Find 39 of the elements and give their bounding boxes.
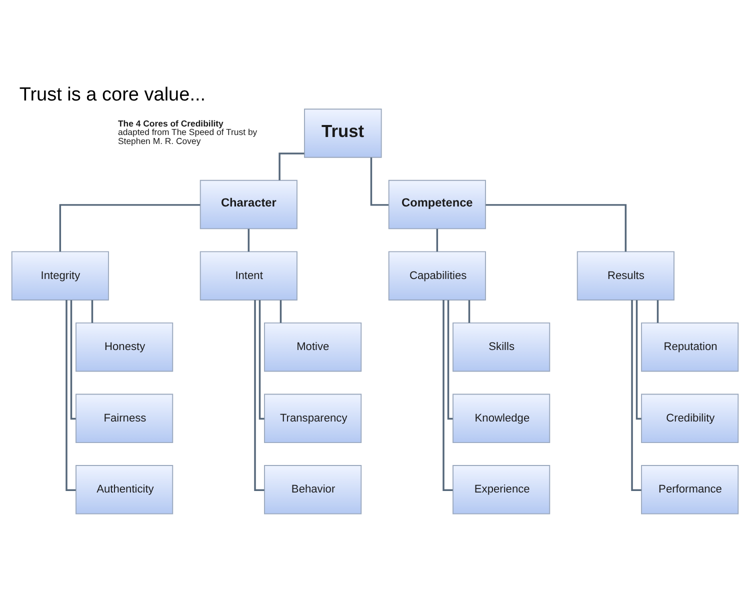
node-box: Performance (641, 464, 739, 514)
node-box: Credibility (641, 393, 739, 443)
node-box: Capabilities (388, 250, 486, 300)
node-box: Skills (452, 322, 550, 372)
node-box: Experience (452, 464, 550, 514)
node-box: Integrity (11, 250, 109, 300)
node-box: Results (576, 250, 674, 300)
node-box: Fairness (76, 393, 174, 443)
label: The 4 Cores of Credibility adapted from The Speed of Trust by Stephen M. R. Covey (118, 118, 258, 146)
node-box: Behavior (264, 464, 362, 514)
connector (59, 204, 200, 252)
connector (442, 299, 453, 490)
connector (254, 299, 264, 490)
node-box: Authenticity (76, 464, 174, 514)
connector (91, 300, 94, 322)
node-box: Character (200, 179, 298, 229)
connector (486, 204, 627, 252)
connector (248, 228, 250, 252)
node-box: Knowledge (452, 393, 550, 443)
node-box: Competence (388, 179, 486, 229)
connector (656, 300, 659, 322)
node-box: Motive (264, 322, 362, 372)
connector (70, 300, 76, 420)
node-box: Honesty (76, 322, 174, 372)
connector (636, 300, 642, 420)
node-box: Intent (200, 250, 298, 300)
connector (280, 300, 282, 322)
connector (631, 299, 642, 490)
node-box: Reputation (641, 322, 739, 372)
connector (258, 300, 264, 420)
connector (370, 157, 389, 206)
connector (447, 300, 453, 420)
node-box: Trust (304, 108, 382, 158)
connector (436, 228, 438, 252)
connector (468, 300, 470, 322)
diagram-title: Trust is a core value... (19, 84, 206, 106)
connector (278, 152, 304, 180)
node-box: Transparency (264, 393, 362, 443)
connector (66, 299, 76, 490)
